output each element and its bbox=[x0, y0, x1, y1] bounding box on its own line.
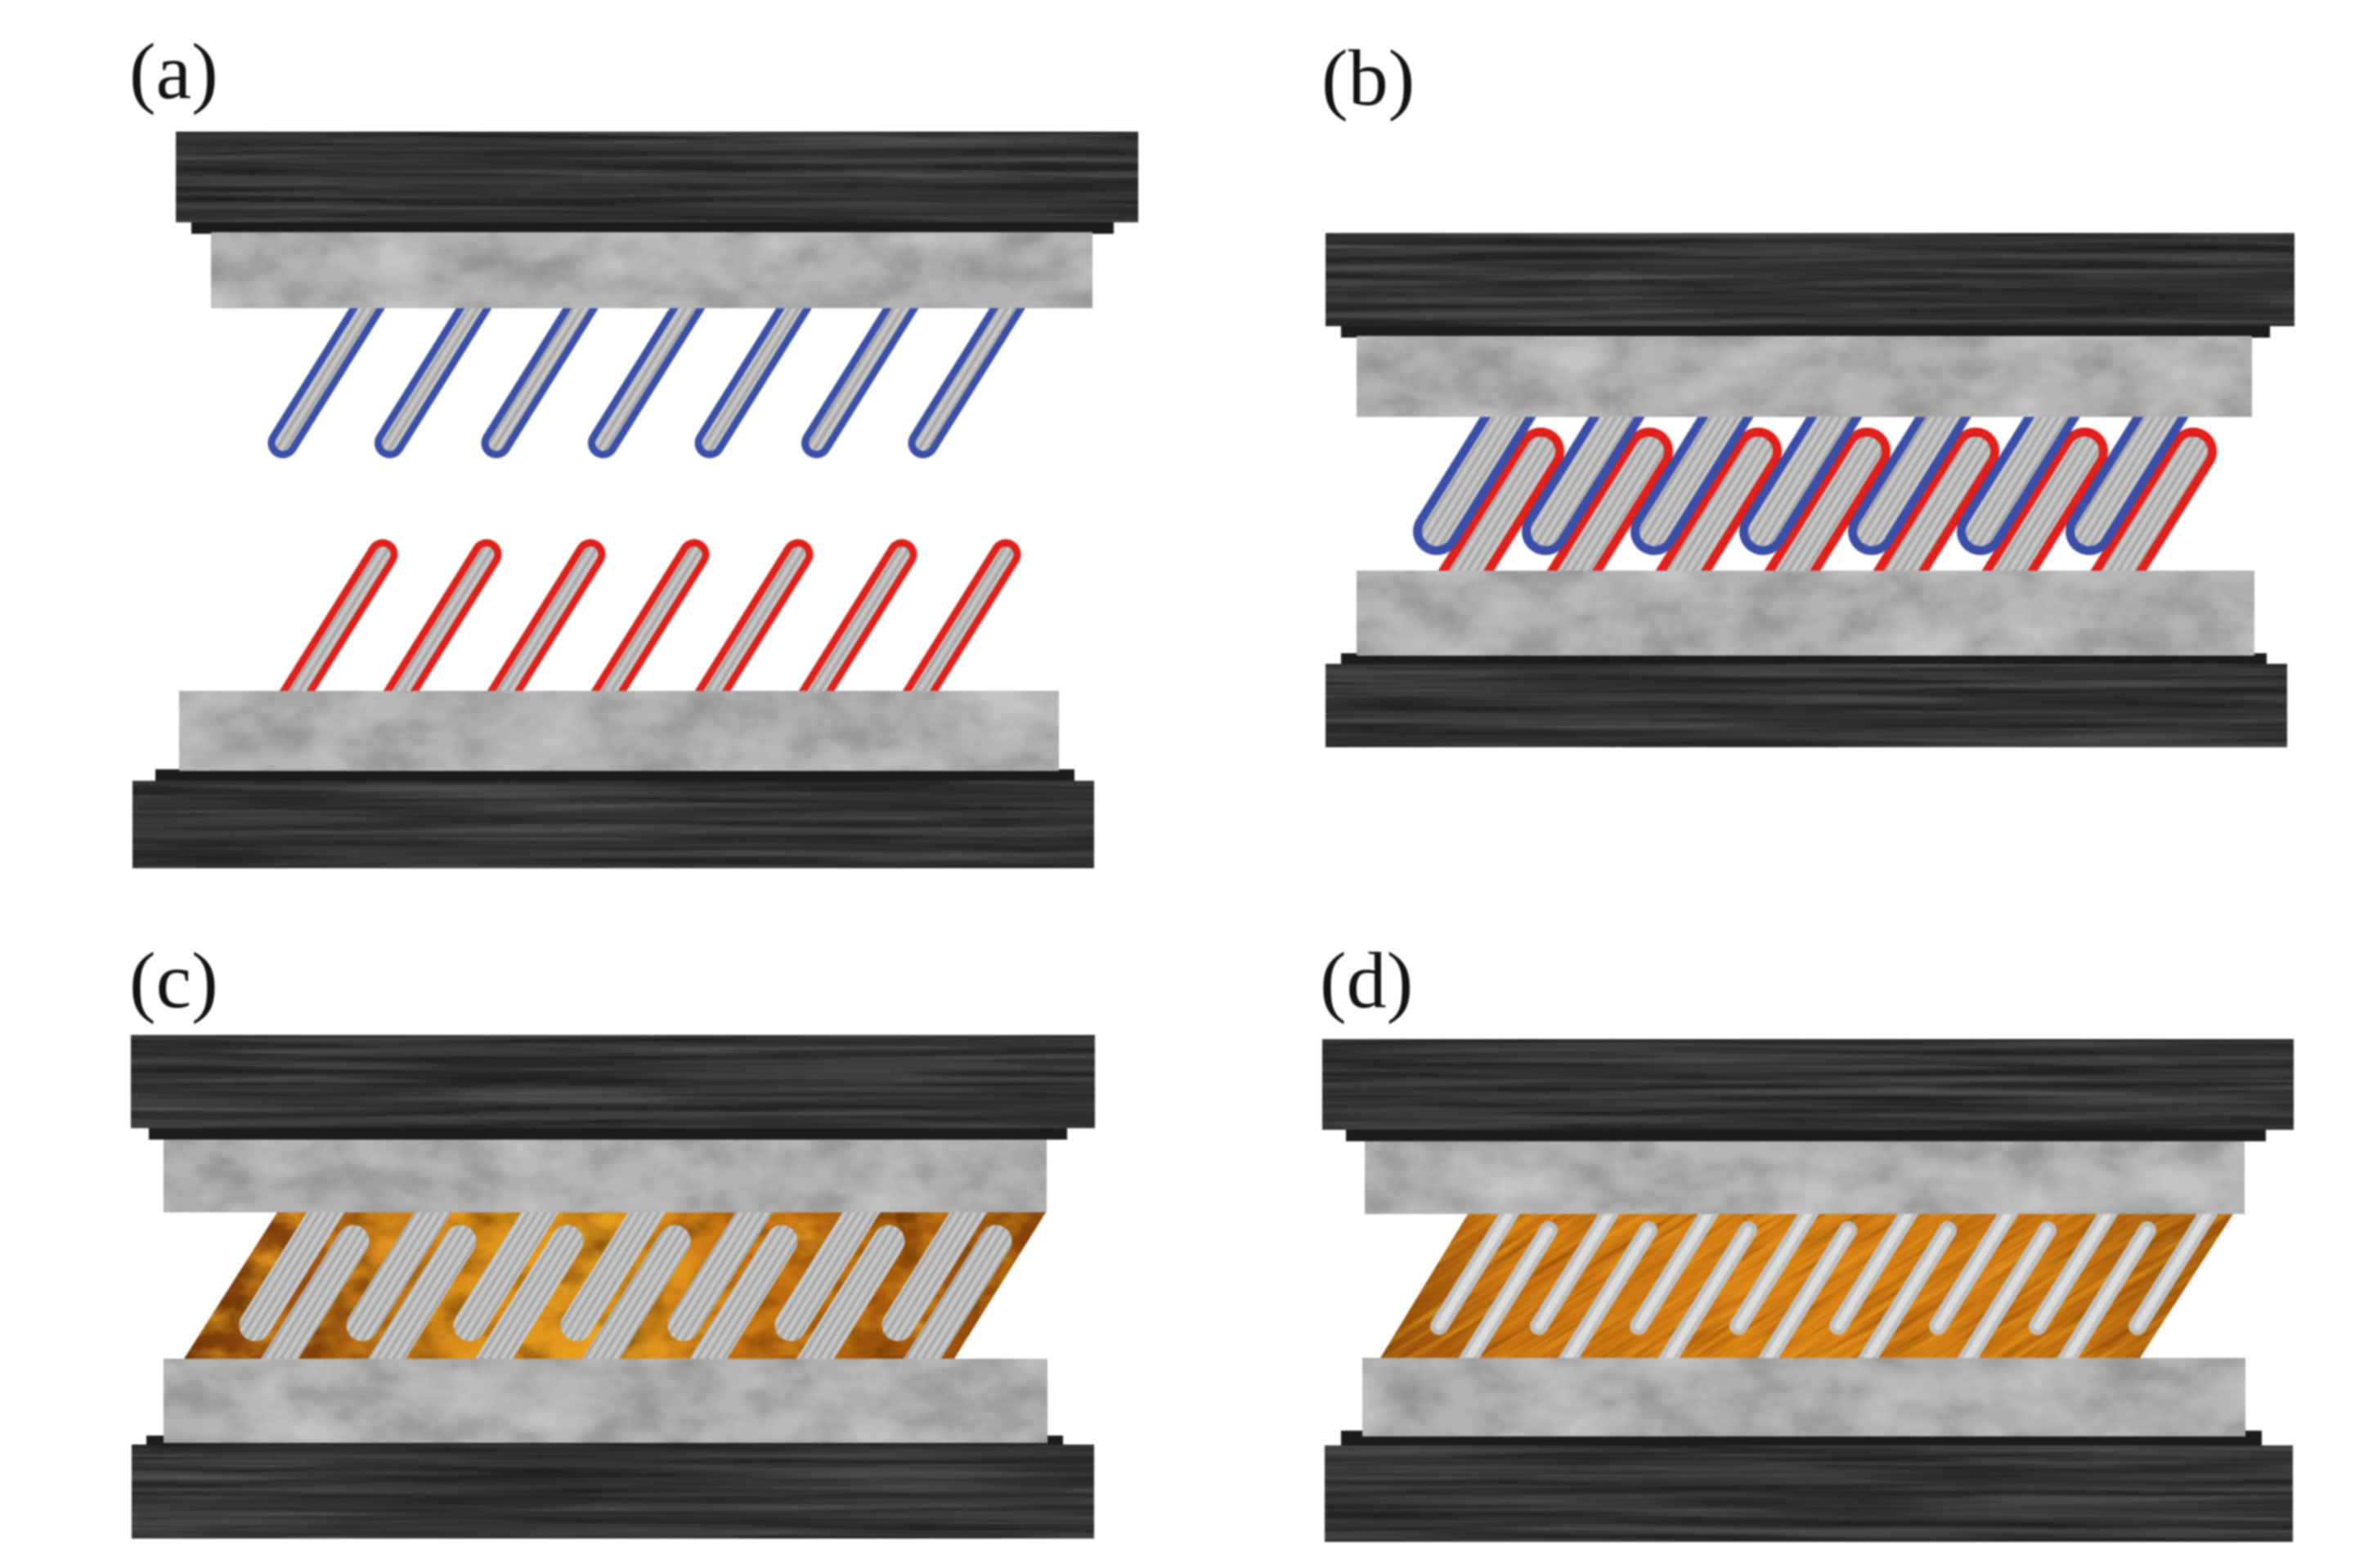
svg-text:(d): (d) bbox=[1320, 937, 1413, 1025]
svg-text:(a): (a) bbox=[129, 28, 218, 116]
svg-text:(b): (b) bbox=[1321, 34, 1415, 123]
svg-text:(c): (c) bbox=[129, 937, 218, 1025]
